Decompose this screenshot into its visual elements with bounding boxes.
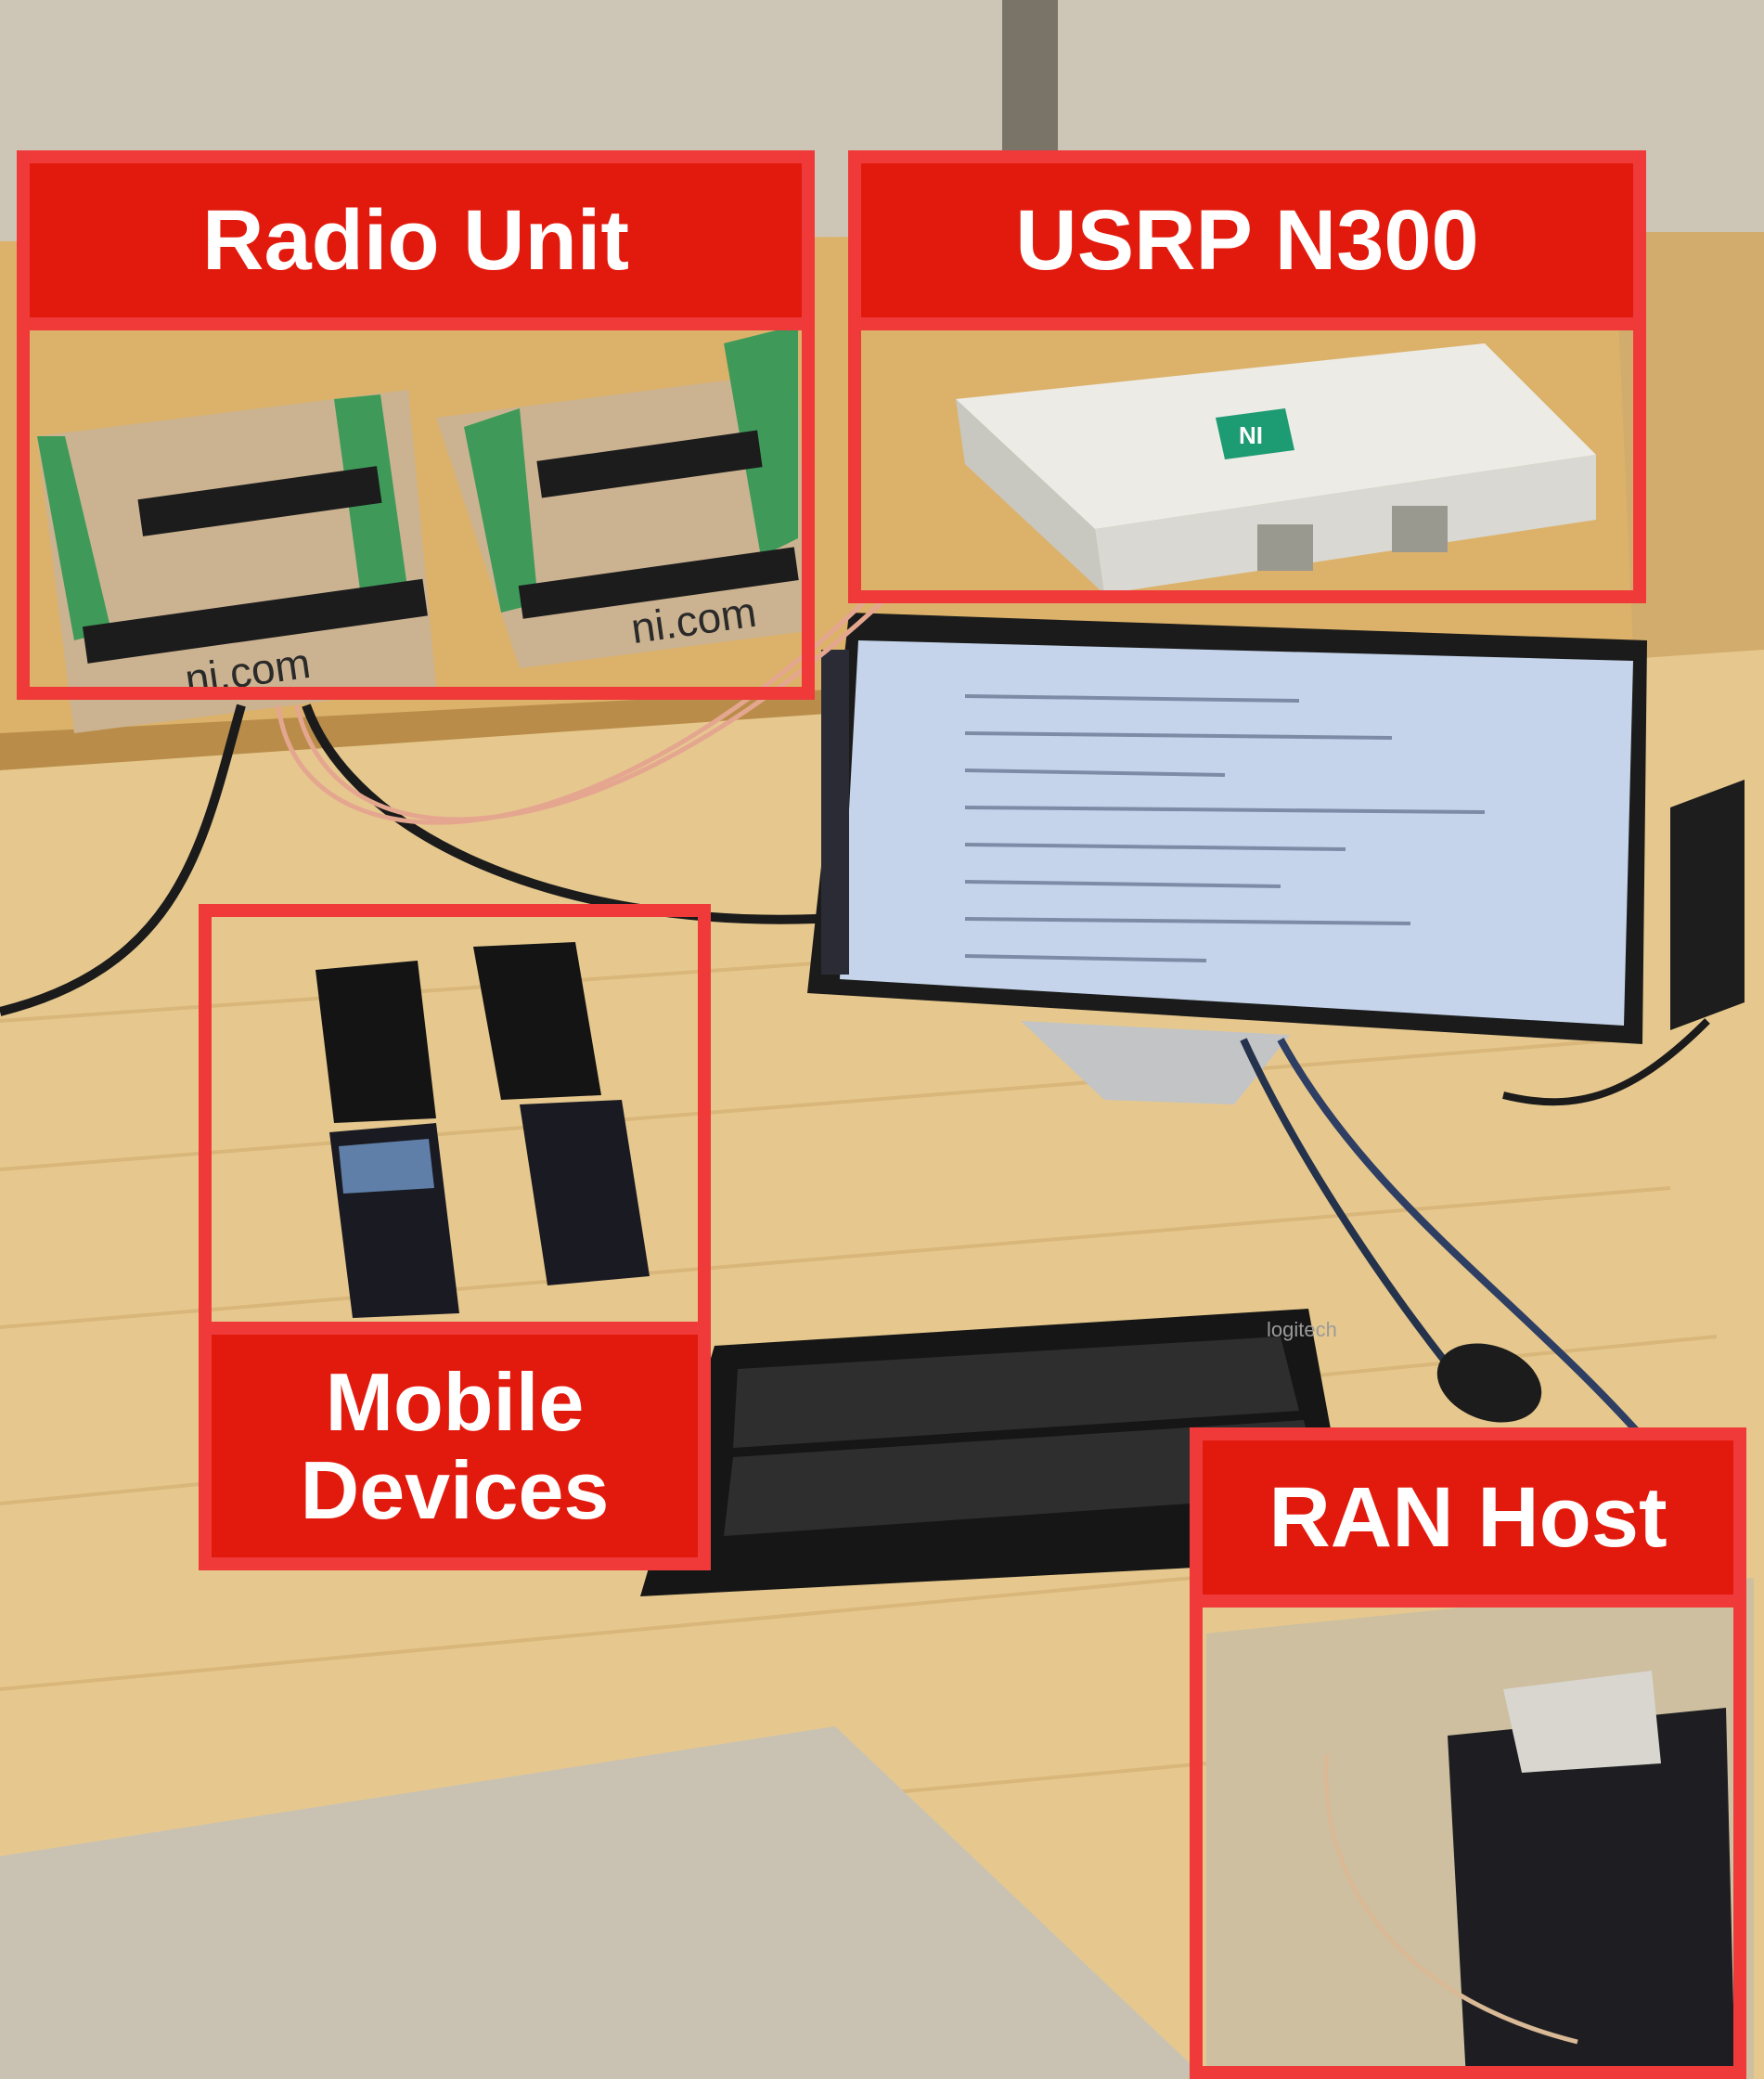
ran-host-card xyxy=(1503,1671,1661,1773)
ran-host-callout: RAN Host xyxy=(1190,1427,1746,2079)
antenna-panel-mid-right xyxy=(464,408,538,613)
usrp-callout: USRP N300 xyxy=(848,150,1646,603)
box-tape xyxy=(82,430,799,664)
wall-pillar xyxy=(1002,0,1058,158)
mouse xyxy=(1436,1343,1542,1423)
keyboard-brand: logitech xyxy=(1267,1318,1337,1341)
usrp-side xyxy=(956,399,1104,594)
screen-dock xyxy=(821,650,849,975)
ran-host-cable xyxy=(1323,1753,1578,2045)
ran-host-label: RAN Host xyxy=(1203,1440,1733,1608)
monitor-stand xyxy=(1021,1021,1290,1104)
keyboard-keys xyxy=(724,1336,1322,1536)
mobile-devices-callout xyxy=(199,904,711,1322)
phones xyxy=(315,942,650,1318)
usrp-front xyxy=(1095,455,1596,594)
usrp-label: USRP N300 xyxy=(861,163,1633,330)
radio-unit-label: Radio Unit xyxy=(30,163,802,330)
antenna-panel-left xyxy=(37,436,111,640)
ran-host-tower xyxy=(1448,1708,1735,2079)
radio-unit-callout: Radio Unit xyxy=(17,150,815,700)
mobile-devices-label: Mobile Devices xyxy=(199,1322,711,1570)
usrp-vents xyxy=(1257,506,1448,571)
monitor-screen xyxy=(840,640,1633,1026)
floor xyxy=(0,1726,1206,2079)
usrp-logo-text: NI xyxy=(1239,421,1263,449)
antenna-panel-right xyxy=(724,325,798,557)
power-adapter xyxy=(1670,780,1745,1030)
usrp-logo-badge xyxy=(1216,408,1294,459)
screen-code-lines xyxy=(964,694,1486,962)
